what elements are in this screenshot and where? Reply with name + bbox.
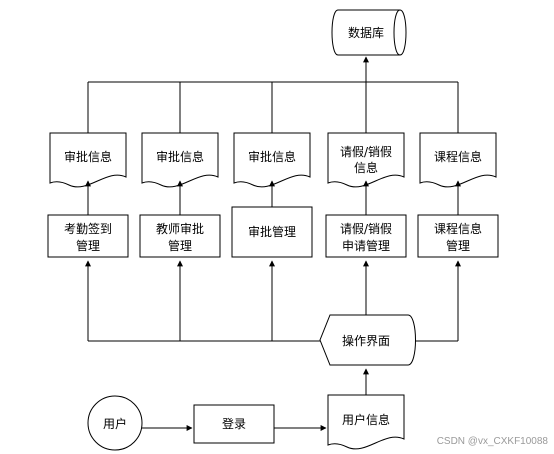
process-label: 审批管理 — [248, 224, 296, 239]
document-leave-info: 请假/销假 信息 — [327, 132, 405, 188]
user-node: 用户 — [87, 395, 143, 451]
process-label-line2: 管理 — [76, 238, 100, 253]
process-to-document-arrows — [85, 180, 461, 215]
document-user-info: 用户信息 — [327, 394, 405, 450]
database-label: 数据库 — [348, 25, 384, 40]
doc-label: 审批信息 — [156, 149, 204, 164]
process-approval-management: 审批管理 — [231, 206, 313, 258]
login-node: 登录 — [193, 404, 275, 444]
doc-label-line2: 信息 — [354, 160, 378, 175]
documents-to-database-connector — [87, 56, 459, 133]
doc-label: 课程信息 — [434, 149, 482, 164]
process-leave-application-management: 请假/销假 申请管理 — [325, 214, 407, 258]
operation-interface-node: 操作界面 — [319, 314, 416, 366]
process-attendance-management: 考勤签到 管理 — [47, 214, 129, 258]
process-label-line2: 管理 — [446, 238, 470, 253]
process-label-line2: 管理 — [168, 238, 192, 253]
database-node: 数据库 — [331, 9, 407, 56]
process-label-line1: 请假/销假 — [340, 222, 392, 236]
interface-label: 操作界面 — [342, 333, 390, 348]
interface-to-process-connector — [85, 260, 461, 342]
process-label-line1: 考勤签到 — [64, 221, 112, 236]
document-approval-info-1: 审批信息 — [49, 132, 127, 188]
document-approval-info-2: 审批信息 — [141, 132, 219, 188]
process-label-line2: 申请管理 — [342, 238, 390, 253]
document-course-info: 课程信息 — [419, 132, 497, 188]
doc-label: 审批信息 — [248, 149, 296, 164]
process-teacher-approval-management: 教师审批 管理 — [139, 214, 221, 258]
doc-label-line1: 请假/销假 — [340, 145, 392, 159]
doc-label: 审批信息 — [64, 149, 112, 164]
user-label: 用户 — [103, 416, 127, 431]
watermark-text: CSDN @vx_CXKF10088 — [437, 436, 549, 447]
process-label-line1: 教师审批 — [156, 221, 204, 236]
document-approval-info-3: 审批信息 — [233, 132, 311, 188]
process-label-line1: 课程信息 — [434, 221, 482, 236]
process-course-info-management: 课程信息 管理 — [417, 214, 499, 258]
doc-label: 用户信息 — [342, 412, 390, 427]
login-label: 登录 — [222, 416, 246, 431]
